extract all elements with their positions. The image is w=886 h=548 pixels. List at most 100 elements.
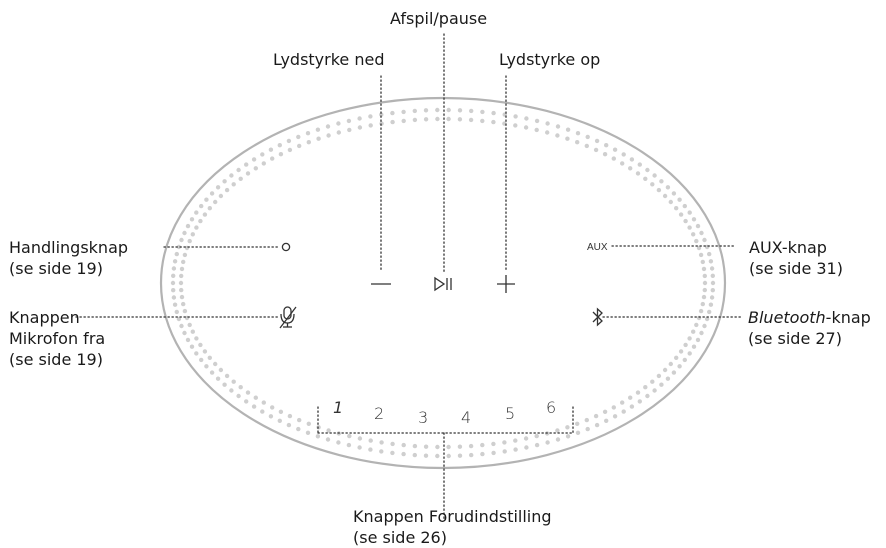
grille-dot bbox=[678, 349, 684, 354]
preset-button-3[interactable]: 3 bbox=[418, 408, 428, 427]
grille-dot bbox=[534, 442, 540, 448]
grille-dot bbox=[691, 344, 697, 349]
grille-dot bbox=[297, 417, 302, 423]
grille-dot bbox=[336, 121, 341, 126]
grille-dot bbox=[224, 187, 230, 193]
grille-dot bbox=[593, 147, 599, 153]
grille-dot bbox=[260, 409, 265, 414]
grille-dot bbox=[251, 157, 257, 162]
play-pause-label: Afspil/pause bbox=[390, 9, 488, 28]
grille-dot bbox=[346, 442, 352, 448]
grille-dot bbox=[491, 110, 496, 116]
grille-dot bbox=[457, 117, 463, 122]
mic-off-icon[interactable] bbox=[279, 306, 297, 329]
grille-dot bbox=[612, 414, 618, 419]
grille-dot bbox=[182, 252, 188, 258]
grille-dot bbox=[671, 370, 677, 375]
grille-dot bbox=[231, 379, 236, 384]
grille-dot bbox=[457, 108, 463, 113]
grille-dot bbox=[215, 376, 221, 381]
grille-dot bbox=[199, 357, 204, 363]
grille-dot bbox=[245, 171, 251, 176]
grille-dot bbox=[702, 287, 707, 293]
grille-dot bbox=[698, 308, 704, 314]
aux-button-ref: (se side 31) bbox=[749, 259, 843, 278]
bluetooth-word: Bluetooth bbox=[748, 308, 826, 327]
grille-dot bbox=[224, 373, 230, 379]
preset-buttons: 1 2 3 4 5 6 bbox=[333, 398, 556, 427]
grille-dot bbox=[316, 136, 321, 141]
grille-dot bbox=[297, 143, 302, 149]
grille-dot bbox=[565, 425, 570, 430]
grille-dot bbox=[584, 417, 589, 423]
grille-dot bbox=[412, 443, 418, 449]
grille-dot bbox=[172, 302, 178, 307]
grille-dot bbox=[637, 399, 642, 404]
grille-dot bbox=[656, 187, 662, 193]
grille-dot bbox=[594, 138, 600, 144]
grille-dot bbox=[534, 127, 539, 133]
grille-dot bbox=[446, 444, 451, 450]
grille-dot bbox=[347, 127, 352, 133]
grille-dot bbox=[379, 440, 384, 445]
grille-dot bbox=[702, 237, 707, 243]
preset-button-1[interactable]: 1 bbox=[333, 398, 343, 417]
bluetooth-button-ref: (se side 27) bbox=[748, 329, 842, 348]
preset-button-4[interactable]: 4 bbox=[461, 408, 471, 427]
grille-dot bbox=[674, 355, 679, 360]
grille-dot bbox=[435, 116, 440, 122]
grille-dot bbox=[213, 361, 218, 367]
grille-dot bbox=[585, 134, 590, 140]
grille-dot bbox=[635, 390, 641, 395]
grille-dot bbox=[238, 385, 243, 390]
grille-dot bbox=[652, 173, 657, 178]
preset-button-5[interactable]: 5 bbox=[505, 404, 515, 423]
grille-dot bbox=[701, 294, 707, 300]
grille-dot bbox=[659, 382, 664, 387]
play-pause-icon[interactable] bbox=[434, 276, 452, 292]
grille-dot bbox=[357, 116, 362, 121]
grille-dot bbox=[286, 138, 292, 144]
grille-dot bbox=[336, 130, 341, 135]
grille-dot bbox=[659, 179, 664, 184]
preset-button-6[interactable]: 6 bbox=[546, 398, 556, 417]
grille-dot bbox=[187, 238, 192, 244]
grille-dot bbox=[480, 451, 485, 457]
grille-dot bbox=[296, 426, 301, 432]
bluetooth-icon[interactable] bbox=[592, 307, 603, 327]
grille-dot bbox=[480, 109, 485, 115]
preset-button-2[interactable]: 2 bbox=[374, 404, 384, 423]
grille-dot bbox=[575, 421, 580, 426]
grille-dot bbox=[368, 447, 373, 452]
grille-dot bbox=[357, 445, 362, 450]
grille-dot bbox=[604, 143, 609, 148]
grille-dot bbox=[523, 125, 529, 130]
grille-dot bbox=[491, 450, 496, 456]
grille-dot bbox=[643, 385, 648, 390]
grille-dot bbox=[190, 329, 195, 334]
action-button-name: Handlingsknap bbox=[9, 238, 129, 257]
grille-dot bbox=[368, 123, 373, 128]
grille-dot bbox=[700, 301, 705, 307]
grille-dot bbox=[565, 434, 571, 439]
grille-dot bbox=[620, 161, 625, 166]
grille-dot bbox=[668, 199, 673, 205]
grille-dot bbox=[287, 413, 293, 419]
grille-dot bbox=[694, 238, 699, 244]
grille-dot bbox=[357, 125, 363, 130]
grille-dot bbox=[710, 280, 716, 286]
grille-dot bbox=[702, 280, 708, 286]
mic-off-line2: Mikrofon fra bbox=[9, 329, 106, 348]
aux-button-icon[interactable]: AUX bbox=[587, 242, 608, 253]
grille-dot bbox=[190, 232, 195, 237]
grille-dot bbox=[231, 182, 236, 187]
volume-up-icon[interactable] bbox=[497, 275, 515, 293]
grille-dot bbox=[694, 322, 699, 328]
grille-dot bbox=[174, 251, 179, 257]
grille-dot bbox=[368, 114, 373, 119]
action-button-icon[interactable] bbox=[281, 242, 291, 252]
grille-dot bbox=[179, 294, 185, 300]
grille-dot bbox=[174, 309, 179, 315]
grille-dot bbox=[277, 418, 282, 423]
grille-dot bbox=[185, 223, 191, 229]
